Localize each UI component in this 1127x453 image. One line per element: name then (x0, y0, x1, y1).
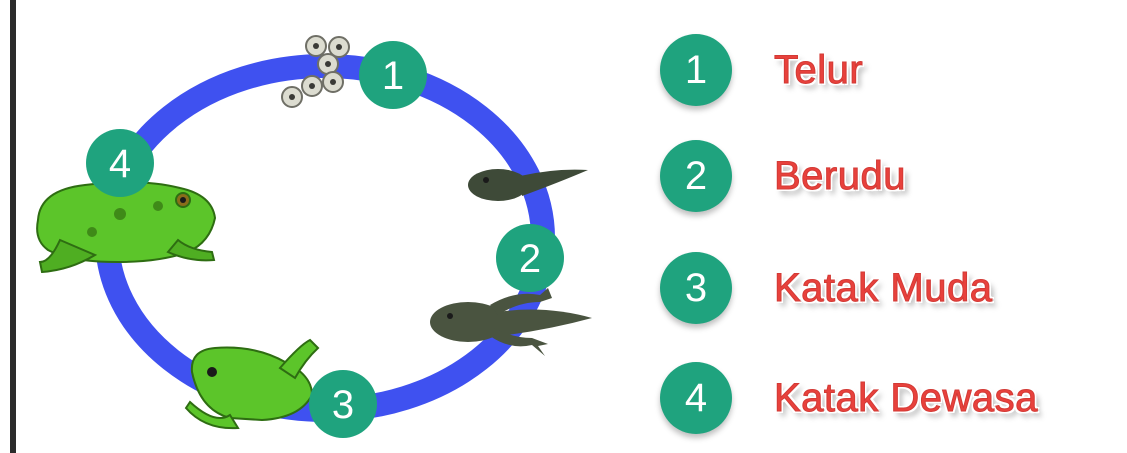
legend-number-2: 2 (660, 140, 732, 212)
stage-badge-4: 4 (86, 129, 154, 197)
legend-item-katak-dewasa: 4 Katak Dewasa (660, 362, 1038, 434)
tadpole-illustration (468, 169, 588, 201)
legend-label-2: Berudu (774, 153, 906, 198)
stage-badge-3-number: 3 (332, 383, 354, 427)
stage-badge-2: 2 (496, 224, 564, 292)
stage-badge-2-number: 2 (519, 237, 541, 281)
legend-item-telur: 1 Telur (660, 34, 863, 106)
legend-label-1: Telur (773, 47, 864, 92)
eggs-illustration (281, 35, 350, 108)
legend-item-katak-muda: 3 Katak Muda (660, 252, 992, 324)
legend-number-4: 4 (660, 362, 732, 434)
legend-label-3: Katak Muda (773, 265, 993, 310)
stage-badge-4-number: 4 (109, 142, 131, 186)
legend-item-berudu: 2 Berudu (660, 140, 906, 212)
froglet-illustration (430, 288, 592, 356)
adult-frog-illustration (36, 181, 217, 274)
legend-number-3: 3 (660, 252, 732, 324)
legend-number-1: 1 (660, 34, 732, 106)
young-frog-illustration (184, 338, 320, 430)
stage-badge-3: 3 (309, 370, 377, 438)
stage-badge-1: 1 (359, 41, 427, 109)
stage-badge-1-number: 1 (382, 54, 404, 98)
left-border-bar (10, 0, 16, 453)
legend-label-4: Katak Dewasa (774, 375, 1038, 420)
